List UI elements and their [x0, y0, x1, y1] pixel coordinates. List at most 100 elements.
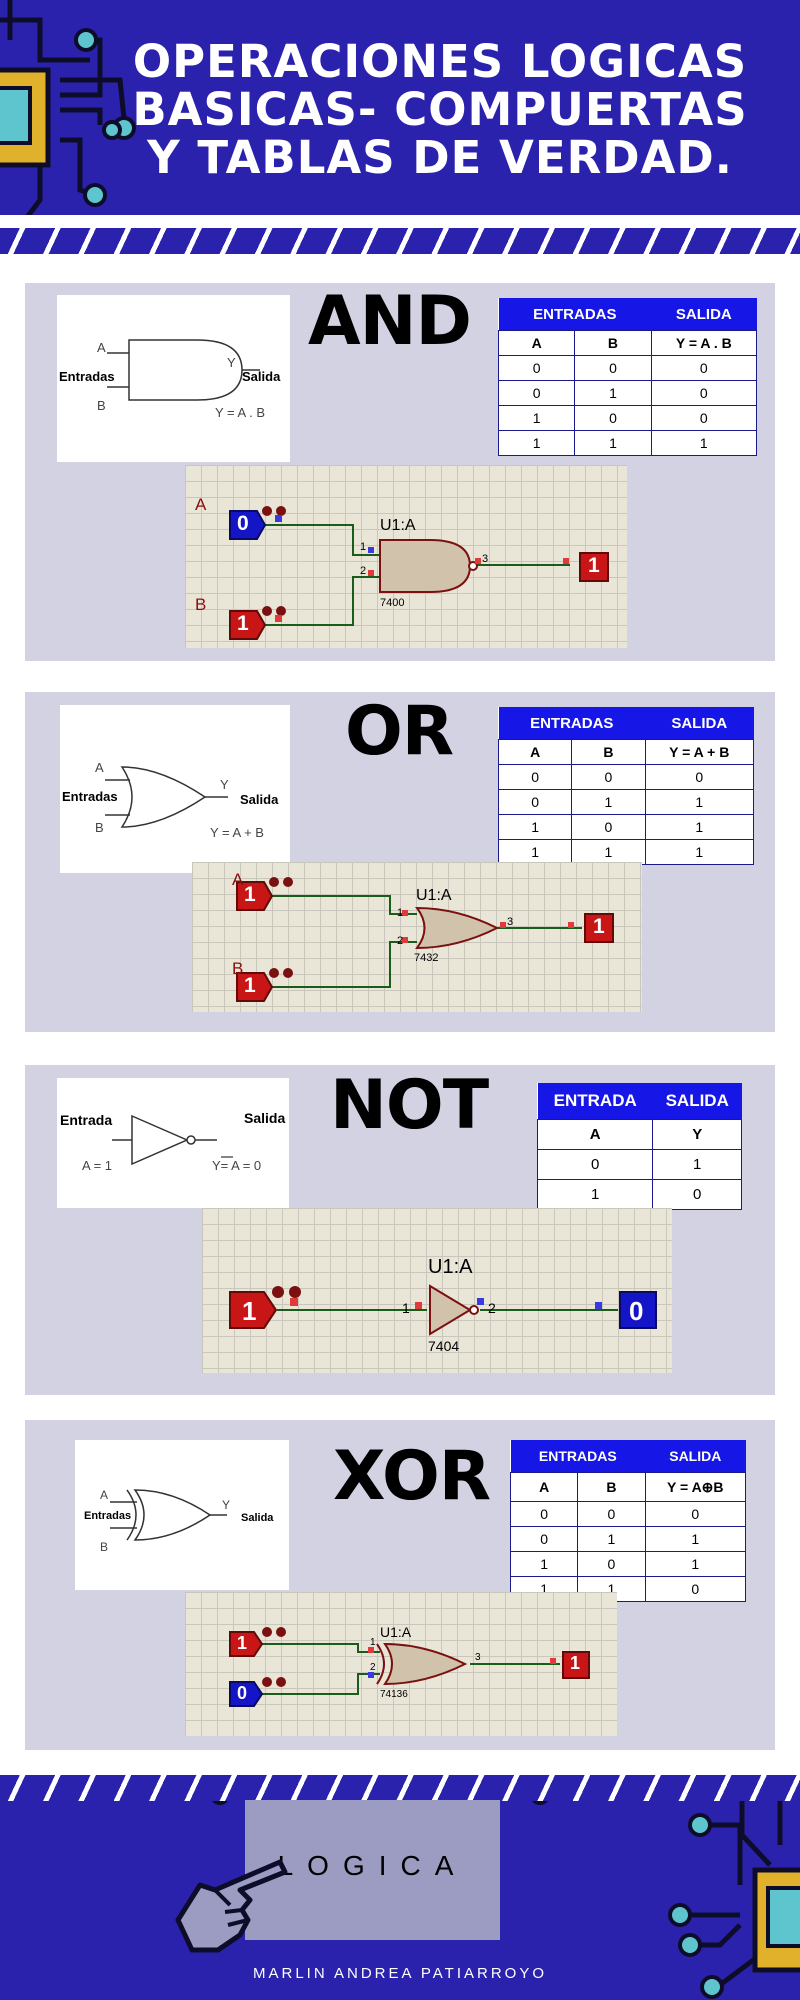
table-header-entrada: ENTRADA — [537, 1083, 653, 1120]
xor-entradas-label: Entradas — [84, 1510, 132, 1522]
and-sim-label-a: A — [195, 495, 207, 514]
and-part-label: U1:A — [380, 517, 416, 534]
pin-label: 2 — [397, 935, 404, 947]
not-title: NOT — [330, 1066, 489, 1145]
title-line-3: Y TABLAS DE VERDAD. — [147, 131, 733, 184]
or-input-a-label: A — [95, 760, 104, 775]
and-salida-label: Salida — [242, 369, 281, 384]
or-part-label: U1:A — [416, 887, 452, 904]
pin-label: 3 — [482, 553, 489, 565]
col-y: Y = A⊕B — [644, 1472, 747, 1502]
and-formula: Y = A . B — [215, 405, 265, 420]
and-input-b-state[interactable]: 1 — [237, 612, 249, 635]
and-input-a-state[interactable]: 0 — [237, 512, 249, 535]
logica-banner — [245, 1800, 500, 1940]
stripe-divider-bottom — [0, 1775, 800, 1801]
and-input-a-label: A — [97, 340, 106, 355]
pin-label: 1 — [360, 541, 367, 553]
and-input-b-label: B — [97, 398, 106, 413]
col-b: B — [571, 739, 646, 765]
col-a: A — [497, 330, 576, 356]
pin-label: 1 — [370, 1637, 376, 1648]
and-sim-label-b: B — [195, 595, 207, 614]
table-header-salida: SALIDA — [645, 1440, 746, 1473]
table-header-entradas: ENTRADAS — [510, 1440, 646, 1473]
xor-title: XOR — [333, 1437, 491, 1516]
pointing-hand-icon — [175, 1859, 288, 1953]
xor-input-b-state[interactable]: 0 — [237, 1683, 248, 1703]
not-part-label: U1:A — [428, 1256, 473, 1278]
xor-part-label: U1:A — [380, 1624, 412, 1640]
not-input-eq: A = 1 — [82, 1158, 112, 1173]
col-b: B — [577, 1472, 646, 1502]
header-banner: OPERACIONES LOGICAS BASICAS- COMPUERTAS … — [0, 0, 800, 215]
pin-label: 2 — [370, 1662, 376, 1673]
title-line-2: BASICAS- COMPUERTAS — [132, 83, 748, 136]
table-header-entradas: ENTRADAS — [498, 707, 645, 740]
or-sim-label-a: A — [232, 870, 244, 889]
page-title: OPERACIONES LOGICAS BASICAS- COMPUERTAS … — [110, 38, 770, 182]
table-header-entradas: ENTRADAS — [498, 298, 652, 331]
and-entradas-label: Entradas — [59, 369, 115, 384]
not-output-state: 0 — [629, 1296, 644, 1326]
table-header-salida: SALIDA — [645, 707, 754, 740]
or-input-b-label: B — [95, 820, 104, 835]
xor-output-state: 1 — [570, 1653, 581, 1673]
col-a: A — [536, 1119, 654, 1150]
and-output-label: Y — [227, 355, 236, 370]
xor-simulation: 1 0 1 U1:A 74136 1 2 3 — [185, 1592, 617, 1736]
or-simulation: A B 1 1 1 U1:A 7432 1 2 3 — [192, 862, 642, 1012]
or-chip-label: 7432 — [414, 952, 439, 964]
pin-label: 1 — [397, 907, 404, 919]
and-chip-label: 7400 — [380, 597, 405, 609]
table-header-salida: SALIDA — [652, 1083, 742, 1120]
pin-label: 3 — [507, 916, 514, 928]
stripe-divider-top — [0, 228, 800, 254]
pin-label: 2 — [360, 565, 367, 577]
or-sim-label-b: B — [232, 959, 244, 978]
col-a: A — [497, 739, 573, 765]
col-y: Y — [652, 1119, 742, 1150]
col-b: B — [574, 330, 652, 356]
or-output-state: 1 — [593, 915, 605, 938]
logica-text: LOGICA — [277, 1850, 468, 1881]
col-a: A — [509, 1472, 579, 1502]
not-simulation: 1 0 U1:A 7404 1 2 — [202, 1208, 672, 1373]
or-output-label: Y — [220, 777, 229, 792]
not-chip-label: 7404 — [428, 1338, 460, 1354]
or-input-b-state[interactable]: 1 — [244, 974, 256, 997]
or-input-a-state[interactable]: 1 — [244, 883, 256, 906]
pin-label: 2 — [488, 1300, 496, 1316]
xor-salida-label: Salida — [241, 1512, 274, 1524]
not-formula: Y= A = 0 — [212, 1158, 262, 1173]
or-salida-label: Salida — [240, 792, 279, 807]
not-input-a-state[interactable]: 1 — [242, 1296, 257, 1326]
and-symbol-card: A B Y Entradas Salida Y = A . B — [57, 295, 290, 462]
pin-label: 3 — [475, 1652, 481, 1663]
xor-chip-label: 74136 — [380, 1689, 408, 1700]
xor-input-b-label: B — [100, 1540, 109, 1554]
author-name: MARLIN ANDREA PATIARROYO — [253, 1965, 547, 1982]
and-output-state: 1 — [588, 554, 600, 577]
xor-input-a-state[interactable]: 1 — [237, 1633, 248, 1653]
or-formula: Y = A + B — [210, 825, 264, 840]
col-y: Y = A . B — [650, 330, 758, 356]
xor-symbol-card: A B Y Entradas Salida — [75, 1440, 289, 1590]
and-simulation: A B 0 1 1 U1:A 7400 1 2 3 — [185, 465, 627, 648]
